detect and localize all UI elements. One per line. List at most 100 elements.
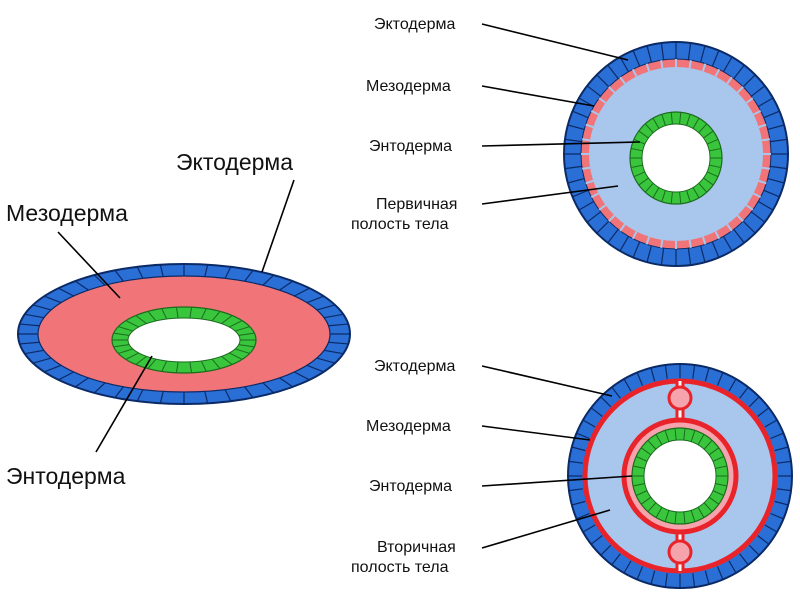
- tr-ectoderm-leader: [481, 23, 629, 61]
- ectoderm-cell-wall: [716, 372, 724, 386]
- endoderm-cell-wall: [692, 187, 700, 199]
- ectoderm-cell-wall: [748, 396, 760, 408]
- endoderm-cell-wall: [630, 147, 643, 152]
- ectoderm-cell-wall: [764, 524, 778, 533]
- endoderm-cell-wall: [638, 177, 649, 186]
- mesoderm-cell-gap: [736, 214, 744, 222]
- endoderm-cell-wall: [200, 360, 207, 372]
- ectoderm-cell-wall: [739, 386, 749, 399]
- br-ectoderm-label: Эктодерма: [374, 358, 456, 375]
- ectoderm-cell-wall: [660, 42, 665, 60]
- endoderm-cell-wall: [175, 361, 179, 373]
- ectoderm-cell-wall: [650, 367, 656, 382]
- mesoderm-cell-gap: [582, 138, 591, 142]
- endoderm-cell-wall: [715, 482, 728, 487]
- ectoderm-cell-wall: [568, 488, 583, 492]
- ectoderm-cell-wall: [777, 460, 792, 464]
- tr-ectoderm-label: Эктодерма: [374, 16, 456, 33]
- ectoderm-cell-wall: [306, 364, 324, 373]
- ectoderm-cell-wall: [586, 211, 601, 223]
- endoderm-cell-wall: [690, 510, 696, 522]
- mesoderm-cell-gap: [701, 63, 707, 72]
- ectoderm-cell-wall: [294, 287, 310, 297]
- mesoderm-cell-gap: [726, 223, 733, 232]
- ectoderm-cell-wall: [204, 391, 209, 404]
- endoderm-cell-wall: [635, 456, 648, 462]
- ectoderm-cell-wall: [646, 245, 652, 263]
- ectoderm-cell-wall: [623, 378, 632, 392]
- ectoderm-cell-wall: [733, 229, 745, 244]
- endoderm-cell-wall: [652, 187, 660, 199]
- ectoderm-cell-wall: [32, 357, 52, 364]
- ectoderm-cell-wall: [568, 460, 583, 464]
- ectoderm-cell-wall: [733, 64, 745, 79]
- br-gut-lumen: [643, 439, 717, 513]
- ectoderm-cell-wall: [44, 295, 62, 304]
- endoderm-cell-wall: [640, 496, 652, 505]
- ectoderm-cell-wall: [136, 266, 144, 279]
- left-ectoderm-cells: [18, 264, 350, 404]
- mesoderm-cell-gap: [582, 166, 591, 170]
- ectoderm-cell-wall: [578, 200, 595, 211]
- ectoderm-cell-wall: [777, 488, 792, 492]
- mesoderm-cell-gap: [745, 204, 754, 211]
- left-ectoderm-label: Эктодерма: [176, 149, 293, 175]
- endoderm-cell-wall: [652, 117, 660, 129]
- ectoderm-cell-wall: [770, 165, 788, 170]
- tr-endoderm-cells: [630, 112, 722, 204]
- endoderm-cell-wall: [709, 164, 722, 169]
- ectoderm-cell-wall: [58, 287, 74, 297]
- mesoderm-cell-gap: [753, 192, 762, 199]
- endoderm-cell-wall: [698, 123, 708, 134]
- ectoderm-cell-wall: [582, 419, 596, 428]
- ectoderm-cell-wall: [306, 295, 324, 304]
- mesoderm-cell-gap: [631, 231, 638, 240]
- ectoderm-cell-wall: [571, 500, 586, 506]
- endoderm-cell-wall: [125, 352, 139, 360]
- endoderm-cell-wall: [708, 447, 720, 456]
- tr-endoderm-label: Энтодерма: [369, 138, 452, 155]
- endoderm-cell-wall: [113, 332, 130, 336]
- tr-gut-lumen: [641, 123, 711, 193]
- ectoderm-cell-wall: [572, 189, 589, 198]
- endoderm-cell-wall: [633, 171, 646, 178]
- endoderm-cell-wall: [647, 439, 657, 450]
- ectoderm-cell-wall: [646, 45, 652, 63]
- br-mesoderm-label: Мезодерма: [366, 418, 451, 435]
- tr-endoderm-leader: [481, 141, 641, 147]
- ectoderm-cell-wall: [764, 419, 778, 428]
- ectoderm-cell-wall: [742, 220, 756, 234]
- endoderm-cell-wall: [647, 502, 657, 513]
- ectoderm-cell-wall: [32, 304, 52, 311]
- br-cavity-leader: [481, 509, 611, 549]
- mesoderm-cell-gap: [688, 60, 692, 69]
- endoderm-cell-wall: [690, 430, 696, 442]
- ectoderm-cell-wall: [704, 570, 710, 585]
- primary-cavity-diagram: Эктодерма Мезодерма Энтодерма Первичная …: [351, 16, 789, 267]
- ectoderm-cell-wall: [19, 341, 40, 345]
- ectoderm-cell-wall: [244, 386, 254, 399]
- endoderm-cell-wall: [712, 490, 725, 496]
- endoderm-cell-wall: [664, 510, 670, 522]
- ectoderm-cell-wall: [316, 357, 336, 364]
- ectoderm-cell-wall: [328, 323, 349, 327]
- ectoderm-cell-wall: [596, 220, 610, 234]
- ectoderm-cell-wall: [767, 124, 785, 130]
- mesoderm-cell-gap: [688, 239, 692, 248]
- endoderm-cell-wall: [632, 465, 645, 470]
- ectoderm-cell-wall: [600, 544, 612, 556]
- ectoderm-cell-wall: [244, 269, 254, 282]
- ectoderm-cell-wall: [224, 389, 232, 402]
- ectoderm-cell-wall: [763, 189, 780, 198]
- ectoderm-cell-wall: [93, 382, 106, 394]
- ectoderm-cell-wall: [664, 573, 668, 588]
- endoderm-cell-wall: [670, 191, 673, 204]
- tr-mesoderm-label: Мезодерма: [366, 78, 451, 95]
- endoderm-cell-wall: [683, 428, 686, 441]
- ectoderm-cell-wall: [114, 269, 124, 282]
- ectoderm-cell-wall: [316, 304, 336, 311]
- ectoderm-cell-wall: [722, 56, 733, 73]
- ectoderm-cell-wall: [623, 560, 632, 574]
- ectoderm-cell-wall: [224, 266, 232, 279]
- ectoderm-cell-wall: [114, 386, 124, 399]
